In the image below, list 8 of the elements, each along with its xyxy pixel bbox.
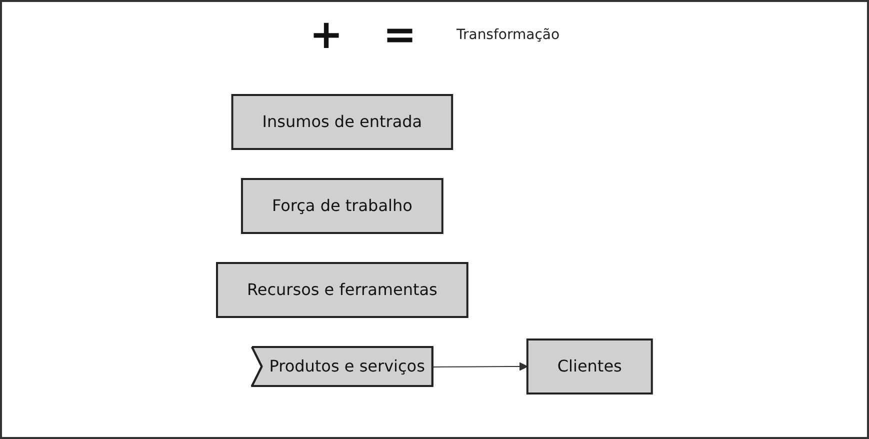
operator-sign: +	[309, 12, 343, 58]
node-box: Recursos e ferramentas	[216, 262, 468, 318]
arrow	[432, 362, 528, 372]
node-box: Clientes	[526, 338, 653, 395]
node-box: Força de trabalho	[241, 178, 444, 234]
node-box: Insumos de entrada	[231, 94, 454, 150]
note-text: Transformação	[456, 26, 560, 42]
operator-sign: =	[382, 12, 416, 58]
